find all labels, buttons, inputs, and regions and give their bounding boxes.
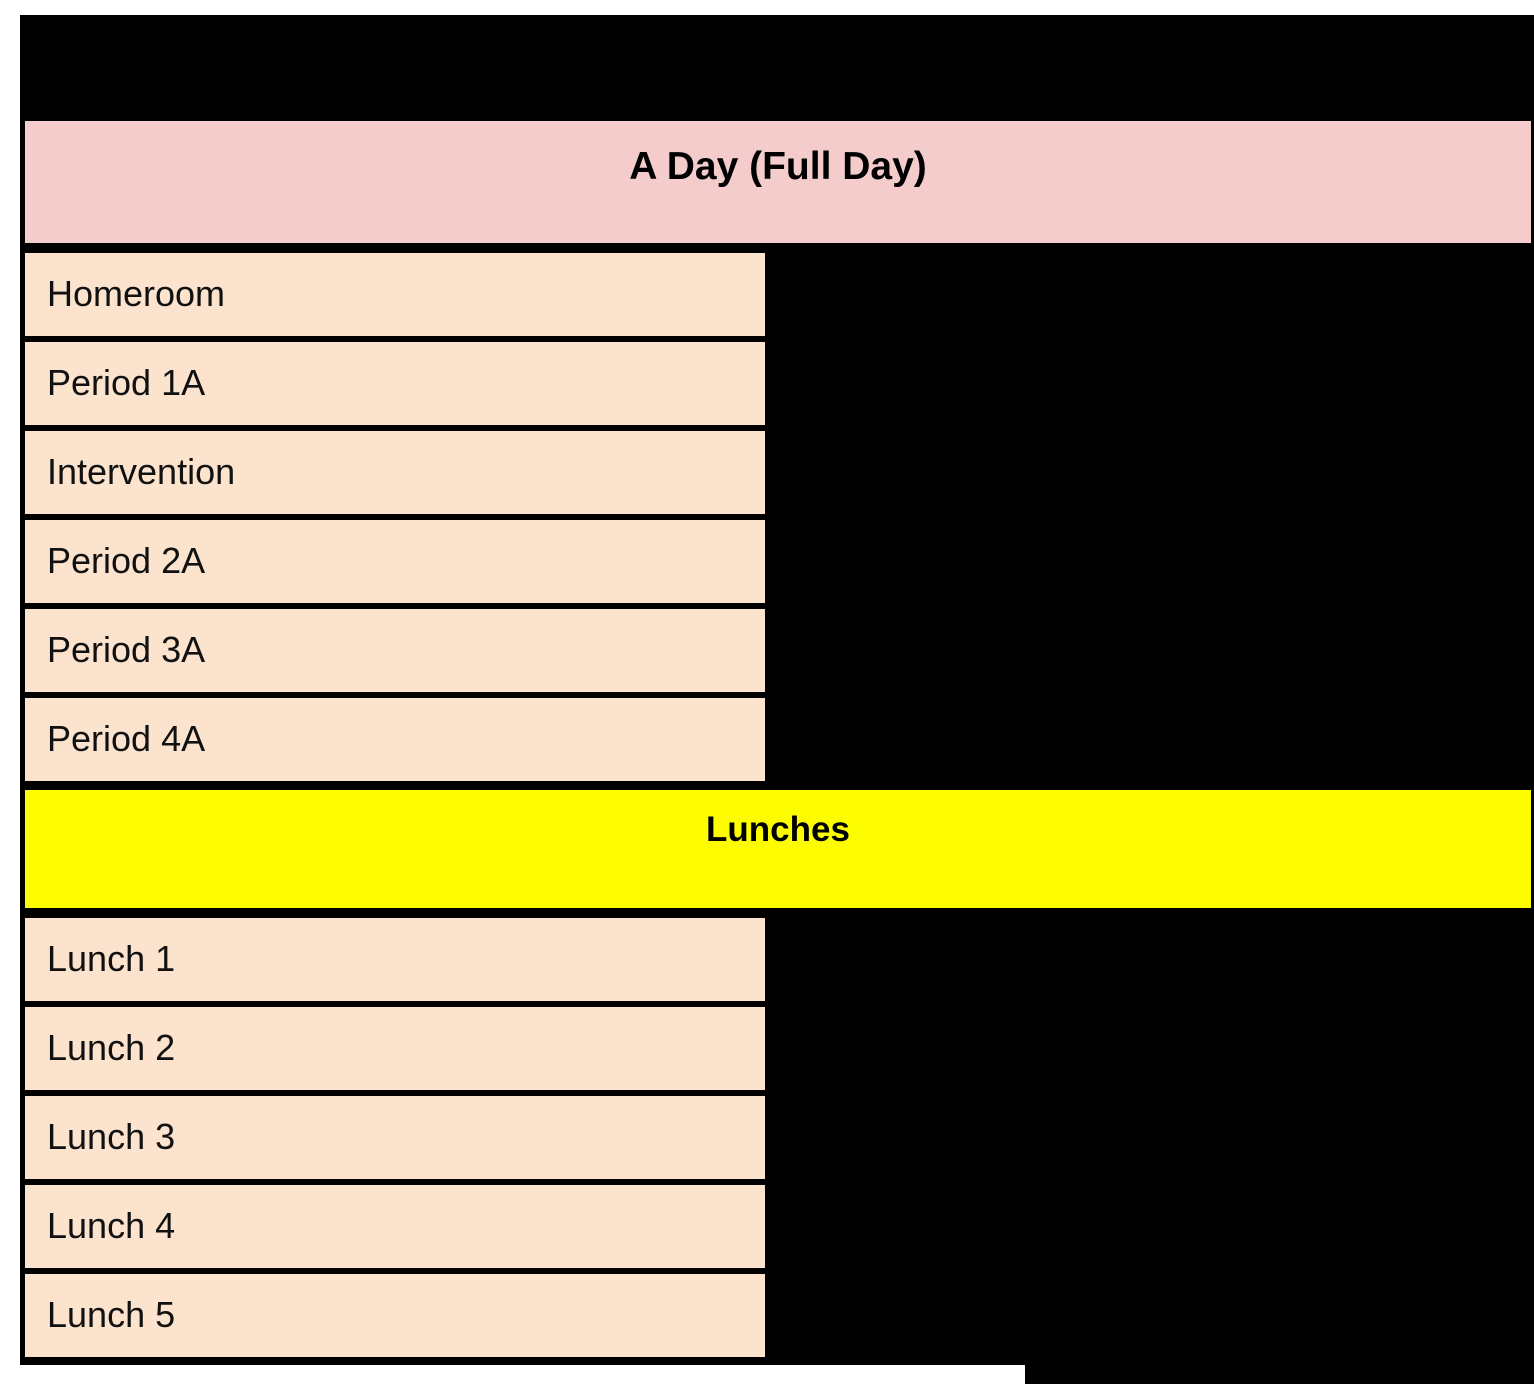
lunches-divider-banner: Lunches bbox=[22, 787, 1534, 911]
period-label: Period 2A bbox=[47, 539, 206, 581]
lunches-divider-label: Lunches bbox=[706, 810, 850, 849]
table-row[interactable]: Period 3A bbox=[22, 606, 768, 695]
lunch-label: Lunch 4 bbox=[47, 1204, 176, 1246]
period-label: Period 3A bbox=[47, 628, 206, 670]
lunch-label: Lunch 3 bbox=[47, 1115, 176, 1157]
table-row[interactable]: Lunch 5 bbox=[22, 1271, 768, 1360]
table-row[interactable]: Lunch 3 bbox=[22, 1093, 768, 1182]
table-row[interactable]: Lunch 1 bbox=[22, 915, 768, 1004]
day-header-banner: A Day (Full Day) bbox=[22, 118, 1534, 246]
period-label: Intervention bbox=[47, 450, 236, 492]
table-row[interactable]: Homeroom bbox=[22, 250, 768, 339]
period-label: Period 1A bbox=[47, 361, 206, 403]
table-row[interactable]: Intervention bbox=[22, 428, 768, 517]
table-row[interactable]: Lunch 2 bbox=[22, 1004, 768, 1093]
period-label: Homeroom bbox=[47, 272, 226, 314]
lunch-label: Lunch 1 bbox=[47, 937, 176, 979]
table-row[interactable]: Period 4A bbox=[22, 695, 768, 784]
table-row[interactable]: Lunch 4 bbox=[22, 1182, 768, 1271]
page-backdrop-footer bbox=[1025, 1365, 1534, 1384]
lunch-label: Lunch 2 bbox=[47, 1026, 176, 1068]
table-row[interactable]: Period 2A bbox=[22, 517, 768, 606]
period-label: Period 4A bbox=[47, 717, 206, 759]
day-header-label: A Day (Full Day) bbox=[629, 145, 927, 188]
table-row[interactable]: Period 1A bbox=[22, 339, 768, 428]
lunch-label: Lunch 5 bbox=[47, 1293, 176, 1335]
